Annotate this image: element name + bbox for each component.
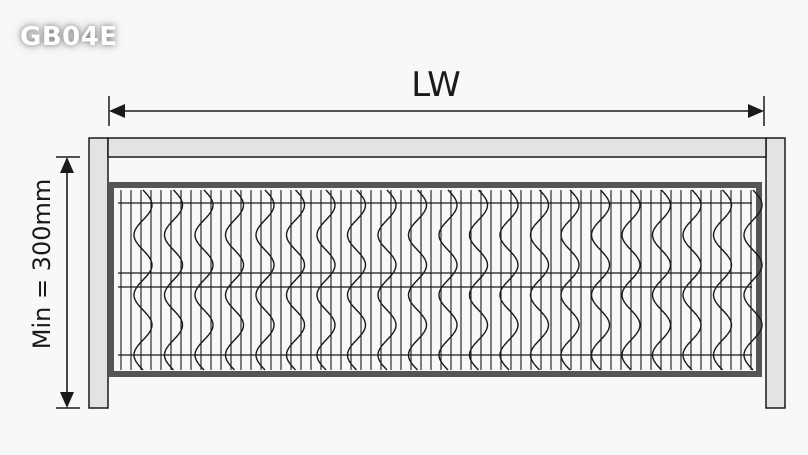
panel-wave-bar [743, 189, 763, 371]
panel-wave-bar [560, 189, 580, 371]
panel-pickets [120, 190, 752, 370]
height-dimension: Min = 300mm [28, 156, 80, 409]
panel-wave-bar [316, 189, 336, 371]
width-arrow-left [109, 104, 125, 118]
panel-wave-bar [133, 189, 153, 371]
panel-wave-bar [468, 189, 489, 371]
left-post [88, 137, 109, 409]
panel-wave-bar [712, 189, 733, 371]
panel-horizontal-rails [118, 202, 752, 356]
panel-wave-bar [499, 189, 519, 371]
width-label: LW [411, 65, 460, 105]
panel-wave-bars [133, 189, 763, 371]
panel-frame [108, 182, 762, 377]
panel-wave-bar [285, 189, 306, 371]
panel-wave-bar [194, 189, 214, 371]
height-arrow-bottom [60, 392, 74, 408]
panel-wave-bar [529, 189, 550, 371]
panel-wave-bar [163, 189, 184, 371]
height-arrow-top [60, 157, 74, 173]
panel-wave-bar [255, 189, 275, 371]
right-post [765, 137, 786, 409]
width-arrow-right [748, 104, 764, 118]
width-dimension: LW [108, 65, 765, 126]
panel-wave-bar [224, 189, 245, 371]
top-rail [107, 137, 767, 158]
panel-wave-bar [682, 189, 702, 371]
panel-wave-bar [621, 189, 641, 371]
panel-wave-bar [346, 189, 367, 371]
panel-wave-bar [651, 189, 672, 371]
product-code-badge: GB04E [20, 22, 118, 52]
panel-wave-bar [590, 189, 611, 371]
panel-wave-bar [438, 189, 458, 371]
panel-wave-bar [407, 189, 428, 371]
panel-wave-bar [377, 189, 397, 371]
infill-panel [108, 182, 763, 377]
height-label: Min = 300mm [28, 179, 56, 350]
